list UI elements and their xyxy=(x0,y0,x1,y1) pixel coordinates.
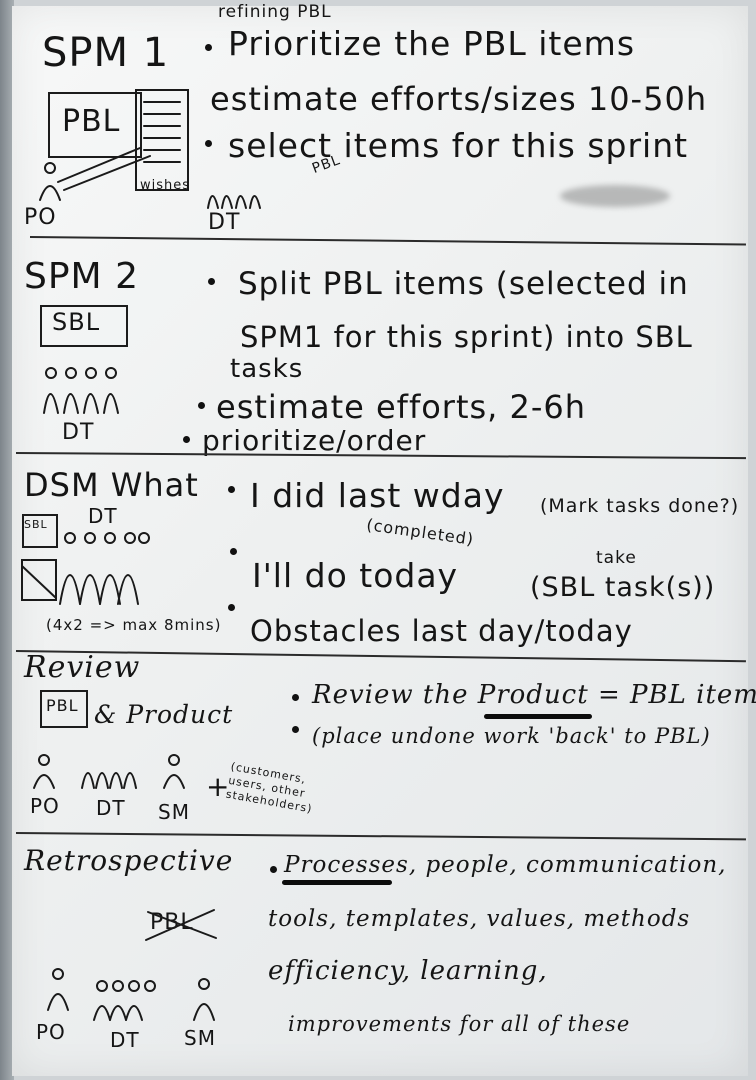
dsm-time-note: (4x2 => max 8mins) xyxy=(46,616,222,634)
spm2-bullet-dot xyxy=(198,402,205,409)
review-product-label: & Product xyxy=(94,700,234,729)
dsm-note-sbl-tasks: (SBL task(s)) xyxy=(530,572,716,603)
retro-line-3: efficiency, learning, xyxy=(268,956,548,986)
retro-sm-figure-sketch xyxy=(193,978,215,1021)
board-frame xyxy=(0,0,14,1080)
dsm-sbl-box xyxy=(22,514,58,548)
spm2-bullet-dot xyxy=(208,278,215,285)
spm2-bullet-1: Split PBL items (selected in xyxy=(238,266,689,302)
spm1-bullet-3: select items for this sprint xyxy=(228,126,689,165)
processes-underline xyxy=(282,880,392,885)
spm1-po-label: PO xyxy=(24,205,57,230)
dsm-bullet-1: I did last wday xyxy=(250,476,505,515)
eraser-smudge xyxy=(560,185,670,207)
dsm-bullet-3: Obstacles last day/today xyxy=(250,614,633,648)
review-po-figure-sketch xyxy=(33,754,55,789)
spm2-bullet-4: estimate efforts, 2-6h xyxy=(216,388,587,426)
spm2-bullet-3: tasks xyxy=(230,354,304,384)
review-role-sm: SM xyxy=(158,800,190,824)
retro-cross-out-sketch xyxy=(145,909,217,941)
dsm-bullet-dot xyxy=(228,486,235,493)
review-plus: + xyxy=(206,770,231,803)
spm1-dt-group-sketch xyxy=(207,195,261,209)
spm1-backlog-list-sketch xyxy=(135,89,189,191)
retro-line-4: improvements for all of these xyxy=(288,1012,631,1036)
review-bullet-dot xyxy=(292,694,299,701)
review-dt-group-sketch xyxy=(81,772,137,789)
retro-title: Retrospective xyxy=(24,844,234,877)
retro-role-dt: DT xyxy=(110,1028,140,1052)
product-underline xyxy=(484,714,592,719)
spm1-bullet-1: Prioritize the PBL items xyxy=(228,24,636,63)
spm2-bullet-5: prioritize/order xyxy=(202,424,427,457)
dsm-bullet-dot xyxy=(230,548,237,555)
review-bullet-1: Review the Product = PBL items xyxy=(312,680,756,710)
spm1-bullet-2: estimate efforts/sizes 10-50h xyxy=(210,80,708,118)
retro-role-po: PO xyxy=(36,1020,66,1044)
spm2-dt-label: DT xyxy=(62,420,95,445)
spm2-dt-group-sketch xyxy=(43,367,119,414)
spm1-note-top: refining PBL xyxy=(218,2,332,22)
dsm-dt-label: DT xyxy=(88,504,118,528)
review-role-po: PO xyxy=(30,794,60,818)
spm1-pbl-label: PBL xyxy=(62,104,121,139)
retro-po-figure-sketch xyxy=(47,968,69,1011)
spm2-bullet-dot xyxy=(183,436,190,443)
retro-dt-group-sketch xyxy=(93,980,156,1021)
dsm-bullet-2: I'll do today xyxy=(252,556,459,595)
spm2-sbl-box xyxy=(40,305,128,347)
review-pbl-label: PBL xyxy=(46,696,79,715)
dsm-note-mark-tasks: (Mark tasks done?) xyxy=(540,495,740,517)
dsm-title: DSM What xyxy=(24,466,199,504)
review-sm-figure-sketch xyxy=(163,754,185,789)
retro-line-2: tools, templates, values, methods xyxy=(268,906,691,932)
dsm-chart-sketch xyxy=(21,559,57,601)
spm1-po-figure-sketch xyxy=(39,147,151,201)
review-bullet-2: (place undone work 'back' to PBL) xyxy=(312,724,711,748)
review-pbl-box xyxy=(40,690,88,728)
spm1-title: SPM 1 xyxy=(42,30,170,76)
dsm-dt-group-sketch xyxy=(59,532,150,605)
retro-role-sm: SM xyxy=(184,1026,216,1050)
dsm-bullet-dot xyxy=(228,604,235,611)
review-role-dt: DT xyxy=(96,796,126,820)
retro-line-1: Processes, people, communication, xyxy=(284,852,727,878)
retro-bullet-dot xyxy=(270,866,277,873)
review-title: Review xyxy=(24,650,141,685)
spm2-sbl-label: SBL xyxy=(52,308,101,336)
spm2-bullet-2: SPM1 for this sprint) into SBL xyxy=(240,320,693,354)
spm1-pbl-box xyxy=(48,92,142,158)
dsm-note-take: take xyxy=(596,548,637,568)
spm1-bullet-dot xyxy=(205,140,212,147)
review-bullet-dot xyxy=(292,726,299,733)
dsm-sbl-label: SBL xyxy=(24,518,48,531)
spm1-wishes-label: wishes xyxy=(140,178,191,193)
spm2-title: SPM 2 xyxy=(24,256,139,297)
spm1-bullet-dot xyxy=(205,44,212,51)
spm1-dt-label: DT xyxy=(208,210,241,235)
